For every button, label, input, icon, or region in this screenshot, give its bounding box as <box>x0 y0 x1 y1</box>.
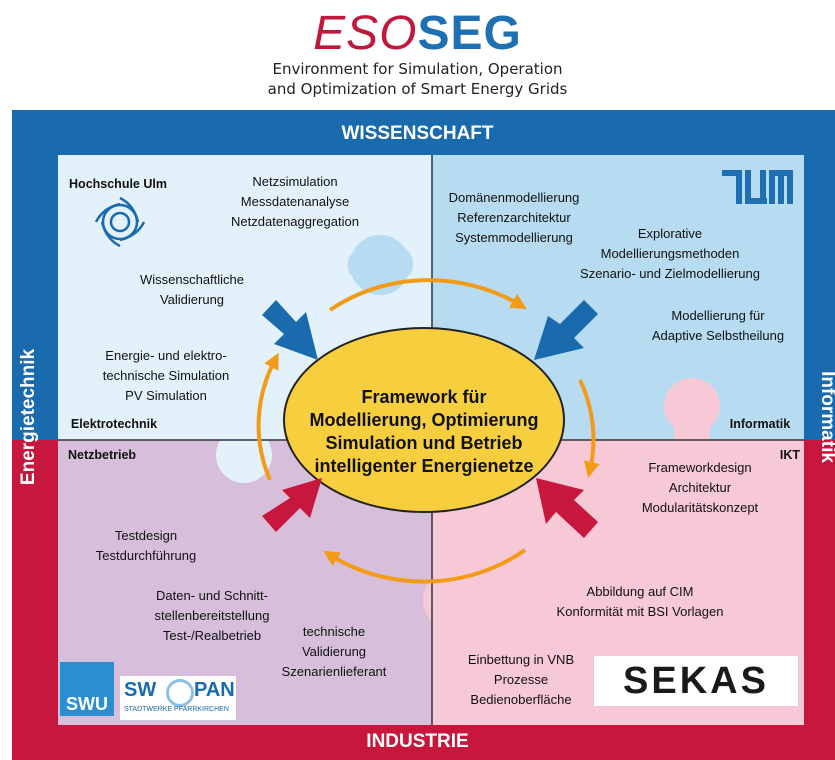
bl-item2-line: Test-/Realbetrieb <box>162 628 262 643</box>
puzzle-knob-right <box>664 378 720 434</box>
tr-item3: Modellierung für Adaptive Selbstheilung <box>652 306 784 346</box>
puzzle-neck-left <box>226 425 262 447</box>
tr-item1-line: Domänenmodellierung <box>448 190 580 205</box>
frame-label-right: Informatik <box>817 371 835 463</box>
swpan-logo: SW PAN STADTWERKE PFARRKIRCHEN <box>120 676 236 720</box>
tr-item2: Explorative Modellierungsmethoden Szenar… <box>580 224 760 284</box>
swpan-swirl-icon <box>166 679 194 707</box>
tl-item3-line: technische Simulation <box>102 368 230 383</box>
hochschule-ulm-label: Hochschule Ulm <box>69 177 167 191</box>
logo-eso: ESO <box>313 7 418 60</box>
br-item1: Frameworkdesign Architektur Modularitäts… <box>642 458 758 518</box>
swpan-pan: PAN <box>194 679 235 701</box>
bl-item1: Testdesign Testdurchführung <box>96 526 196 566</box>
center-title: Framework für Modellierung, Optimierung … <box>286 330 562 510</box>
puzzle-knob-top <box>350 235 410 295</box>
tl-item2-line: Validierung <box>159 292 225 307</box>
esoseg-logo: ESOSEG <box>0 6 835 61</box>
bl-item3-line: Szenarienlieferant <box>281 664 387 679</box>
bl-item2-line: Daten- und Schnitt- <box>155 588 268 603</box>
sekas-logo: SEKAS <box>594 656 798 706</box>
bl-item1-line: Testdurchführung <box>95 548 197 563</box>
label-netzbetrieb: Netzbetrieb <box>67 448 137 462</box>
subtitle-line-2: and Optimization of Smart Energy Grids <box>267 80 568 98</box>
frame-label-top: WISSENSCHAFT <box>341 123 494 144</box>
tr-item3-line: Modellierung für <box>671 308 765 323</box>
br-item1-line: Frameworkdesign <box>648 460 752 475</box>
tl-item3-line: PV Simulation <box>125 388 207 403</box>
tl-item2: Wissenschaftliche Validierung <box>140 270 244 310</box>
bl-item3-line: technische <box>302 624 366 639</box>
center-line-2: Modellierung, Optimierung <box>309 410 539 430</box>
frame-label-bottom: INDUSTRIE <box>366 731 469 752</box>
puzzle-neck-bottom <box>432 582 452 618</box>
tum-logo <box>722 170 793 204</box>
thick-arrow-top-left <box>262 300 318 360</box>
tl-item1-line: Messdatenanalyse <box>240 194 350 209</box>
br-item2: Abbildung auf CIM Konformität mit BSI Vo… <box>557 582 724 622</box>
orbit-arrow-left <box>256 352 279 481</box>
center-line-1: Framework für <box>361 387 487 407</box>
frame-label-left: Energietechnik <box>18 348 39 486</box>
puzzle-neck-right <box>674 425 710 445</box>
tr-item1-line: Systemmodellierung <box>455 230 573 245</box>
br-item1-line: Architektur <box>668 480 732 495</box>
br-item3-line: Prozesse <box>493 672 549 687</box>
tl-item1-line: Netzdatenaggregation <box>231 214 359 229</box>
tr-item2-line: Modellierungsmethoden <box>600 246 740 261</box>
swpan-sw: SW <box>124 679 157 701</box>
tl-item1-line: Netzsimulation <box>252 174 338 189</box>
thick-arrow-bottom-right <box>536 478 598 538</box>
swu-logo-text: SWU <box>66 694 108 714</box>
swpan-subtitle: STADTWERKE PFARRKIRCHEN <box>124 706 229 713</box>
tr-item2-line: Szenario- und Zielmodellierung <box>580 266 760 281</box>
bl-item3-line: Validierung <box>301 644 367 659</box>
tr-item1: Domänenmodellierung Referenzarchitektur … <box>449 188 580 248</box>
br-item3-line: Bedienoberfläche <box>470 692 572 707</box>
orbit-arrow-bottom <box>323 548 527 584</box>
center-line-4: intelligenter Energienetze <box>314 456 534 476</box>
tr-item1-line: Referenzarchitektur <box>457 210 571 225</box>
br-item3-line: Einbettung in VNB <box>467 652 575 667</box>
subtitle-line-1: Environment for Simulation, Operation <box>272 60 563 78</box>
br-item2-line: Abbildung auf CIM <box>586 584 694 599</box>
orbit-arrow-top <box>328 278 527 312</box>
bl-item2-line: stellenbereitstellung <box>154 608 270 623</box>
center-ellipse <box>283 327 565 513</box>
label-elektrotechnik: Elektrotechnik <box>70 417 158 431</box>
tl-item1: Netzsimulation Messdatenanalyse Netzdate… <box>231 172 359 232</box>
label-informatik: Informatik <box>729 417 791 431</box>
center-line-3: Simulation und Betrieb <box>325 433 523 453</box>
tl-item3: Energie- und elektro- technische Simulat… <box>103 346 229 406</box>
swu-logo: SWU <box>60 662 114 716</box>
tl-item3-line: Energie- und elektro- <box>105 348 227 363</box>
thick-arrow-top-right <box>534 300 598 360</box>
tr-item3-line: Adaptive Selbstheilung <box>651 328 785 343</box>
br-item1-line: Modularitätskonzept <box>641 500 759 515</box>
bl-item2: Daten- und Schnitt- stellenbereitstellun… <box>155 586 270 646</box>
bl-item3: technische Validierung Szenarienlieferan… <box>282 622 387 682</box>
br-item3: Einbettung in VNB Prozesse Bedienoberflä… <box>468 650 574 710</box>
logo-seg: SEG <box>417 7 522 60</box>
sekas-logo-text: SEKAS <box>623 660 769 702</box>
orbit-arrow-right <box>578 379 600 478</box>
label-ikt: IKT <box>779 448 801 462</box>
thick-arrow-bottom-left <box>262 478 322 532</box>
hochschule-ulm-swirl <box>94 196 146 248</box>
tl-item2-line: Wissenschaftliche <box>139 272 245 287</box>
tr-item2-line: Explorative <box>637 226 703 241</box>
bl-item1-line: Testdesign <box>114 528 178 543</box>
br-item2-line: Konformität mit BSI Vorlagen <box>556 604 724 619</box>
